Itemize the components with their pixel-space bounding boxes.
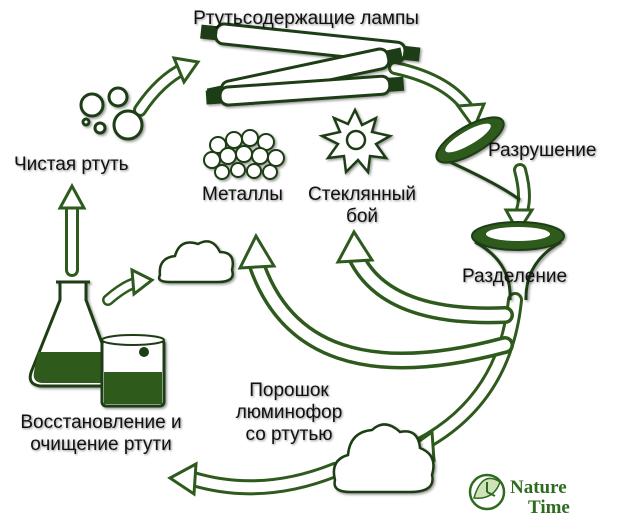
logo-text: Nature Time: [510, 478, 570, 518]
label-metals: Металлы: [202, 184, 283, 205]
label-pure-mercury: Чистая ртуть: [14, 154, 129, 175]
label-phosphor-line1: Порошок: [249, 380, 329, 401]
powder-cloud-icon: [332, 423, 435, 494]
arrow-head: [57, 182, 87, 210]
arrow-head: [335, 229, 375, 264]
label-recovery: Восстановление и очищение ртути: [6, 412, 196, 456]
label-recovery-line2: очищение ртути: [30, 434, 172, 455]
label-phosphor-line3: со ртутью: [245, 424, 333, 445]
label-glass-line1: Стеклянный: [308, 184, 416, 205]
label-glass: Стеклянный бой: [306, 184, 418, 228]
metals-icon: [203, 129, 285, 180]
label-phosphor: Порошок люминофор со ртутью: [222, 380, 356, 446]
funnel-top-icon: [435, 116, 521, 202]
label-separation: Разделение: [462, 266, 568, 287]
logo-line2: Time: [528, 497, 570, 518]
leaf-logo-icon: [468, 473, 506, 511]
arrow-head: [503, 208, 535, 235]
label-destruction: Разрушение: [488, 140, 597, 161]
logo-line1: Nature: [510, 477, 567, 498]
label-lamps: Ртутьсодержащие лампы: [193, 8, 419, 29]
arrow-head: [171, 56, 201, 86]
mercury-drops-icon: [79, 86, 144, 141]
lamps-icon: [200, 22, 421, 107]
arrow-head: [167, 461, 198, 497]
arrow-head: [455, 102, 487, 132]
funnel-bottom-icon: [471, 221, 565, 301]
beaker-icon: [100, 334, 166, 408]
label-glass-line2: бой: [345, 206, 379, 227]
glass-icon: [318, 107, 394, 176]
label-phosphor-line2: люминофор: [235, 402, 343, 423]
label-recovery-line1: Восстановление и: [20, 412, 182, 433]
cloud-icon: [157, 240, 234, 284]
arrow-head: [237, 232, 277, 270]
arrow-head: [130, 267, 155, 297]
flask-icon: [28, 280, 115, 388]
